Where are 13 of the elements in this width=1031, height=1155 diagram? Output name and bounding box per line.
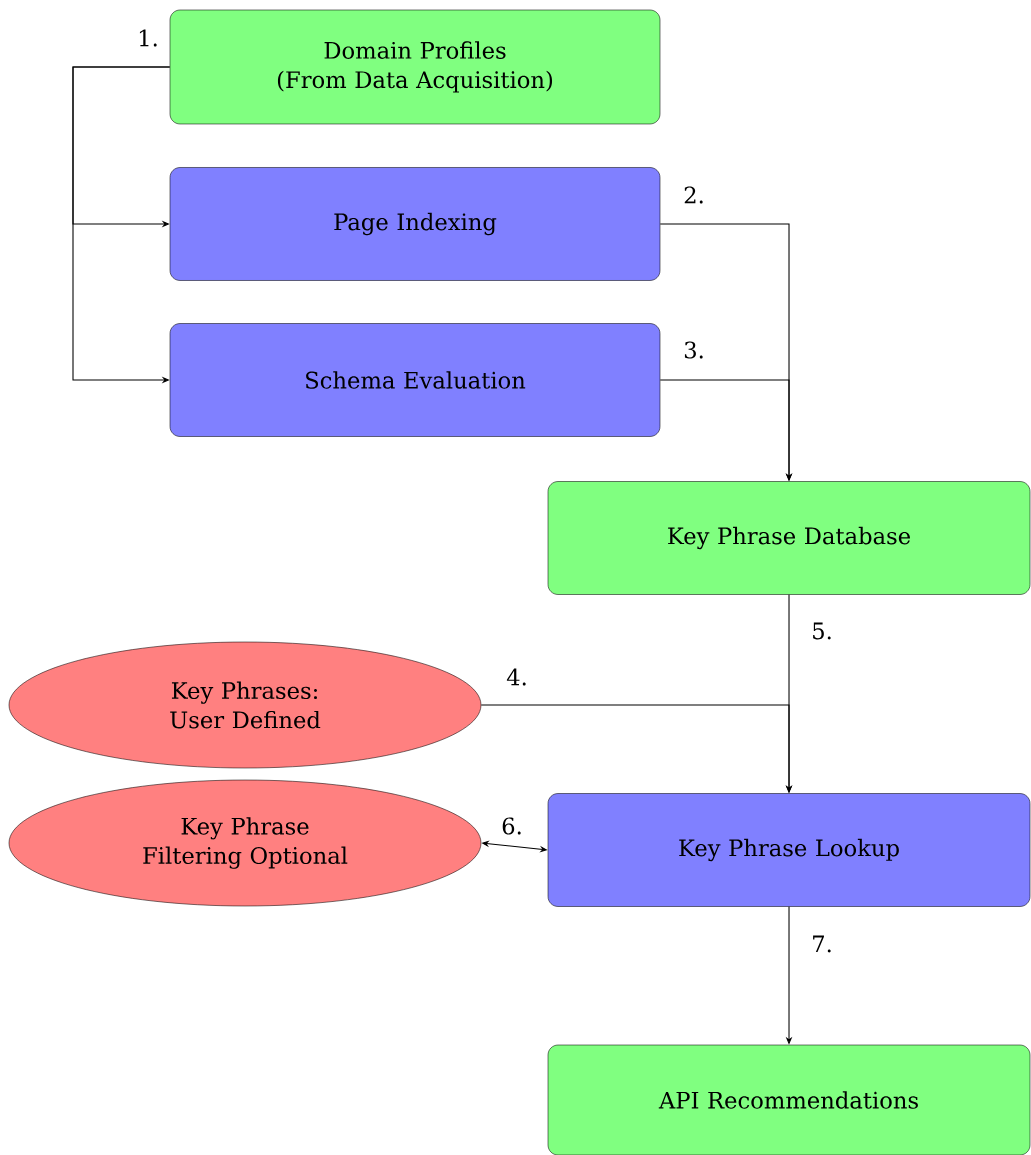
edge-label: 1. [139,29,157,47]
process-box: API Recommendations [547,1044,1031,1155]
edge-label: 6. [502,817,521,835]
process-box: Key Phrase Database [547,481,1031,595]
process-box: Key Phrase Lookup [547,793,1031,907]
edge-label: 3. [684,341,703,359]
process-box: Schema Evaluation [169,323,661,437]
edge-label: 5. [813,622,831,640]
edge-label: 2. [684,186,703,204]
process-box: Domain Profiles (From Data Acquisition) [169,9,661,125]
edge-label: 7. [813,935,831,953]
process-box: Page Indexing [169,167,661,281]
edge-label: 4. [506,668,526,686]
